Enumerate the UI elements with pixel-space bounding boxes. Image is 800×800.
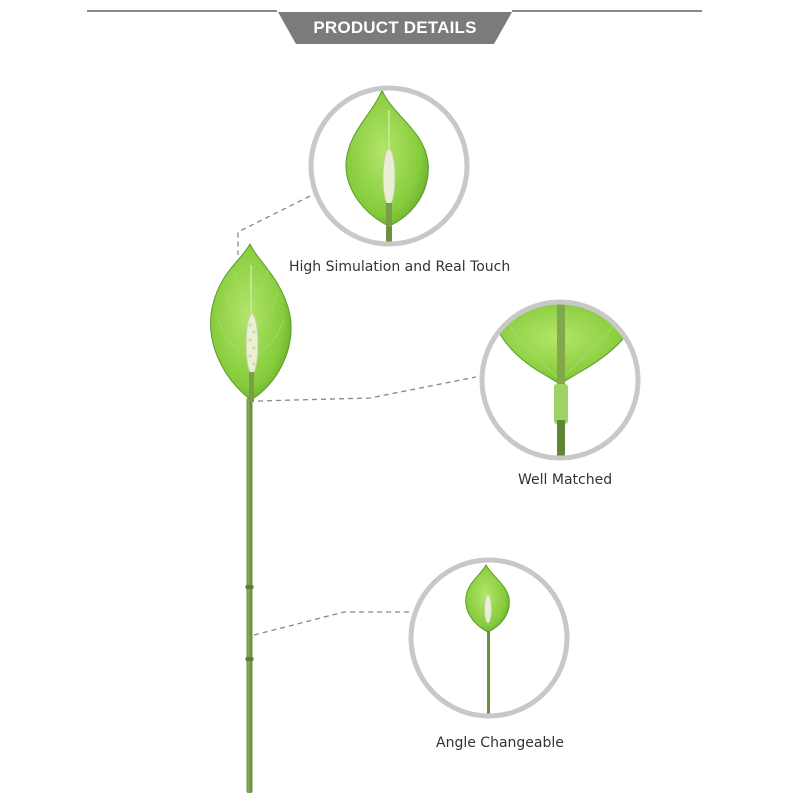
leader-lines bbox=[237, 195, 477, 636]
banner-shape bbox=[278, 12, 512, 44]
header-banner: PRODUCT DETAILS bbox=[278, 12, 512, 44]
leader-line-3 bbox=[253, 611, 412, 636]
header-divider-left bbox=[87, 10, 277, 12]
page-title: PRODUCT DETAILS bbox=[313, 18, 477, 37]
detail-caption-3: Angle Changeable bbox=[436, 735, 564, 751]
main-flower bbox=[210, 242, 292, 793]
leader-line-2 bbox=[257, 376, 477, 402]
detail-caption-1: High Simulation and Real Touch bbox=[289, 259, 511, 275]
detail-circle-3 bbox=[408, 557, 570, 719]
detail-caption-2: Well Matched bbox=[518, 472, 613, 488]
detail-circle-1 bbox=[308, 85, 470, 247]
detail-circle-2 bbox=[479, 299, 641, 461]
header-divider-right bbox=[512, 10, 702, 12]
